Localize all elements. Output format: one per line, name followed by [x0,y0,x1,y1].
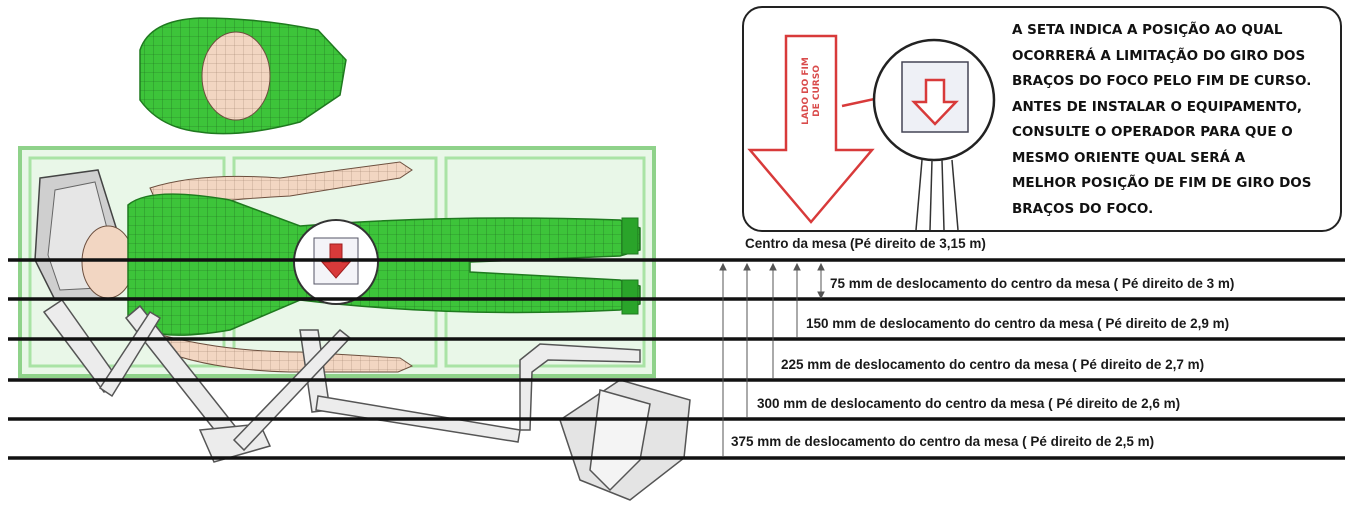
offset-label-225: 225 mm de deslocamento do centro da mesa… [781,357,1204,372]
offset-label-75: 75 mm de deslocamento do centro da mesa … [830,276,1234,291]
offset-label-300: 300 mm de deslocamento do centro da mesa… [757,396,1180,411]
note-line: OCORRERÁ A LIMITAÇÃO DO GIRO DOS [1012,47,1306,64]
offset-text: mm de deslocamento do centro da mesa ( P… [783,396,1181,411]
offset-text: mm de deslocamento do centro da mesa ( P… [807,357,1205,372]
end-stop-side-label-line2: DE CURSO [812,65,822,117]
offset-text: mm de deslocamento do centro da mesa ( P… [832,316,1230,331]
note-line: A SETA INDICA A POSIÇÃO AO QUAL [1012,22,1283,38]
note-line: MELHOR POSIÇÃO DE FIM DE GIRO DOS [1012,175,1312,191]
offset-value: 300 [757,396,780,411]
offset-value: 225 [781,357,804,372]
end-stop-side-arrow-icon [747,34,875,224]
note-text: A SETA INDICA A POSIÇÃO AO QUAL OCORRERÁ… [1012,18,1348,222]
note-line: ANTES DE INSTALAR O EQUIPAMENTO, [1012,98,1302,115]
note-box [742,6,1342,232]
offset-text: mm de deslocamento do centro da mesa ( P… [848,276,1235,291]
end-stop-side-label-line1: LADO DO FIM [801,57,811,125]
offset-value: 75 [830,276,846,291]
dimension-arrows [719,262,825,456]
patient-head-top-view [139,17,347,135]
note-line: MESMO ORIENTE QUAL SERÁ A [1012,149,1246,166]
note-line: BRAÇOS DO FOCO. [1012,200,1154,217]
note-illustration [747,34,996,231]
end-stop-side-label: LADO DO FIM DE CURSO [801,51,823,131]
offset-value: 150 [806,316,829,331]
center-level-label: Centro da mesa (Pé direito de 3,15 m) [745,236,986,251]
note-line: CONSULTE O OPERADOR PARA QUE O [1012,124,1293,140]
level-lines [8,258,1345,460]
offset-value: 375 [731,434,754,449]
offset-label-150: 150 mm de deslocamento do centro da mesa… [806,316,1229,331]
offset-label-375: 375 mm de deslocamento do centro da mesa… [731,434,1154,449]
offset-text: mm de deslocamento do centro da mesa ( P… [757,434,1155,449]
end-stop-indicator-circle [293,219,379,305]
note-line: BRAÇOS DO FOCO PELO FIM DE CURSO. [1012,73,1312,89]
end-stop-arrow-icon [911,78,959,126]
